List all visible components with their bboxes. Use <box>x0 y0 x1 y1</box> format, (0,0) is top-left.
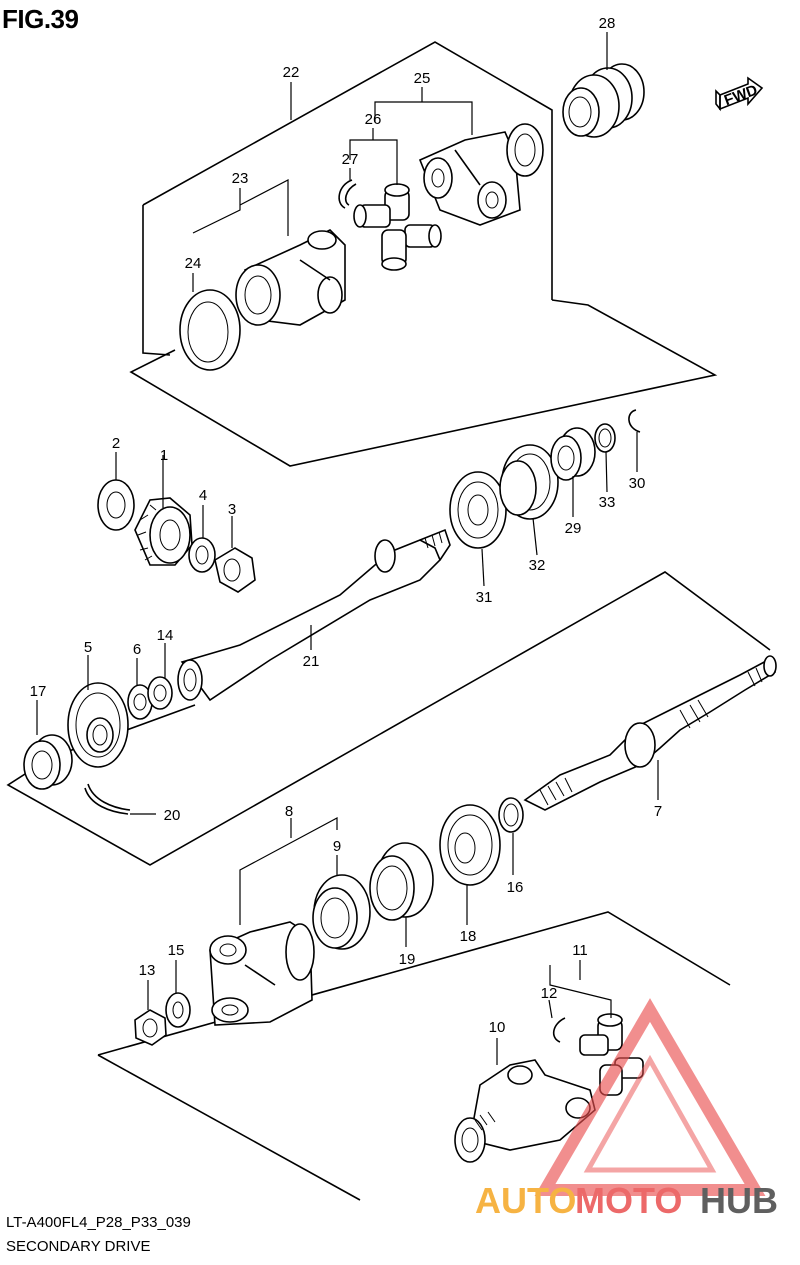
washer-part-4 <box>188 537 216 573</box>
callout-16: 16 <box>507 879 524 896</box>
callout-8: 8 <box>285 803 293 820</box>
bevel-gear-part-1 <box>134 497 193 566</box>
circlip-part-20 <box>84 783 131 815</box>
callout-33: 33 <box>599 494 616 511</box>
washer-part-2 <box>97 479 135 531</box>
fwd-label: FWD <box>722 82 760 110</box>
spider-part-26 <box>353 183 442 271</box>
bearing-part-18 <box>439 804 501 886</box>
callout-17: 17 <box>30 683 47 700</box>
bearing-part-17 <box>23 734 73 790</box>
callout-12: 12 <box>541 985 558 1002</box>
watermark-hub: HUB <box>700 1180 778 1221</box>
fwd-arrow-icon: FWD <box>715 76 764 112</box>
callout-9: 9 <box>333 838 341 855</box>
nut-part-3 <box>214 547 256 593</box>
boot-part-28 <box>562 63 645 138</box>
yoke-part-8 <box>209 921 315 1026</box>
yoke-part-23 <box>235 229 346 326</box>
callout-1: 1 <box>160 447 168 464</box>
callout-22: 22 <box>283 64 300 81</box>
ring-part-24 <box>179 289 241 371</box>
callout-20: 20 <box>164 807 181 824</box>
callout-11: 11 <box>572 942 588 959</box>
assembly-box-top <box>129 41 718 467</box>
o-ring-part-33 <box>594 423 616 453</box>
seal-part-19 <box>369 842 434 921</box>
watermark-logo: AUTO MOTO HUB <box>475 998 778 1221</box>
seal-part-9 <box>312 874 371 950</box>
callout-7: 7 <box>654 803 662 820</box>
callout-31: 31 <box>476 589 493 606</box>
circlip-part-12 <box>552 1017 566 1043</box>
washer-part-15 <box>165 992 191 1028</box>
figure-title: FIG.39 <box>2 4 79 34</box>
callout-5: 5 <box>84 639 92 656</box>
callout-6: 6 <box>133 641 141 658</box>
oil-seal-part-32 <box>499 444 559 520</box>
callout-25: 25 <box>414 70 431 87</box>
spacer-part-29 <box>550 427 596 481</box>
washer-part-6 <box>127 684 153 720</box>
yoke-part-10 <box>454 1059 596 1163</box>
section-title-caption: SECONDARY DRIVE <box>6 1238 151 1255</box>
callout-30: 30 <box>629 475 646 492</box>
callout-2: 2 <box>112 435 120 452</box>
callout-29: 29 <box>565 520 582 537</box>
nut-part-14 <box>147 676 173 710</box>
callout-26: 26 <box>365 111 382 128</box>
callout-15: 15 <box>168 942 185 959</box>
callout-32: 32 <box>529 557 546 574</box>
watermark-moto: MOTO <box>575 1180 682 1221</box>
nut-part-13 <box>134 1009 167 1046</box>
callout-13: 13 <box>139 962 156 979</box>
callout-19: 19 <box>399 951 416 968</box>
gear-part-5 <box>67 682 129 768</box>
callout-18: 18 <box>460 928 477 945</box>
watermark-auto: AUTO <box>475 1180 576 1221</box>
model-code-caption: LT-A400FL4_P28_P33_039 <box>6 1214 191 1231</box>
circlip-part-30 <box>628 409 641 433</box>
callout-27: 27 <box>342 151 359 168</box>
yoke-part-25 <box>418 123 544 226</box>
o-ring-part-16 <box>498 797 524 833</box>
callout-23: 23 <box>232 170 249 187</box>
callout-10: 10 <box>489 1019 506 1036</box>
shaft-part-7 <box>523 655 777 811</box>
shaft-part-21 <box>177 528 451 702</box>
callout-labels: 1 2 3 4 5 6 7 8 9 10 11 12 13 14 15 16 1… <box>30 15 663 1036</box>
callout-24: 24 <box>185 255 202 272</box>
circlip-part-27 <box>338 179 357 209</box>
callout-28: 28 <box>599 15 616 32</box>
callout-14: 14 <box>157 627 174 644</box>
callout-3: 3 <box>228 501 236 518</box>
callout-4: 4 <box>199 487 207 504</box>
watermark-triangle-icon <box>534 998 766 1196</box>
callout-21: 21 <box>303 653 320 670</box>
leader-lines <box>36 32 659 1065</box>
bearing-part-31 <box>449 471 507 549</box>
